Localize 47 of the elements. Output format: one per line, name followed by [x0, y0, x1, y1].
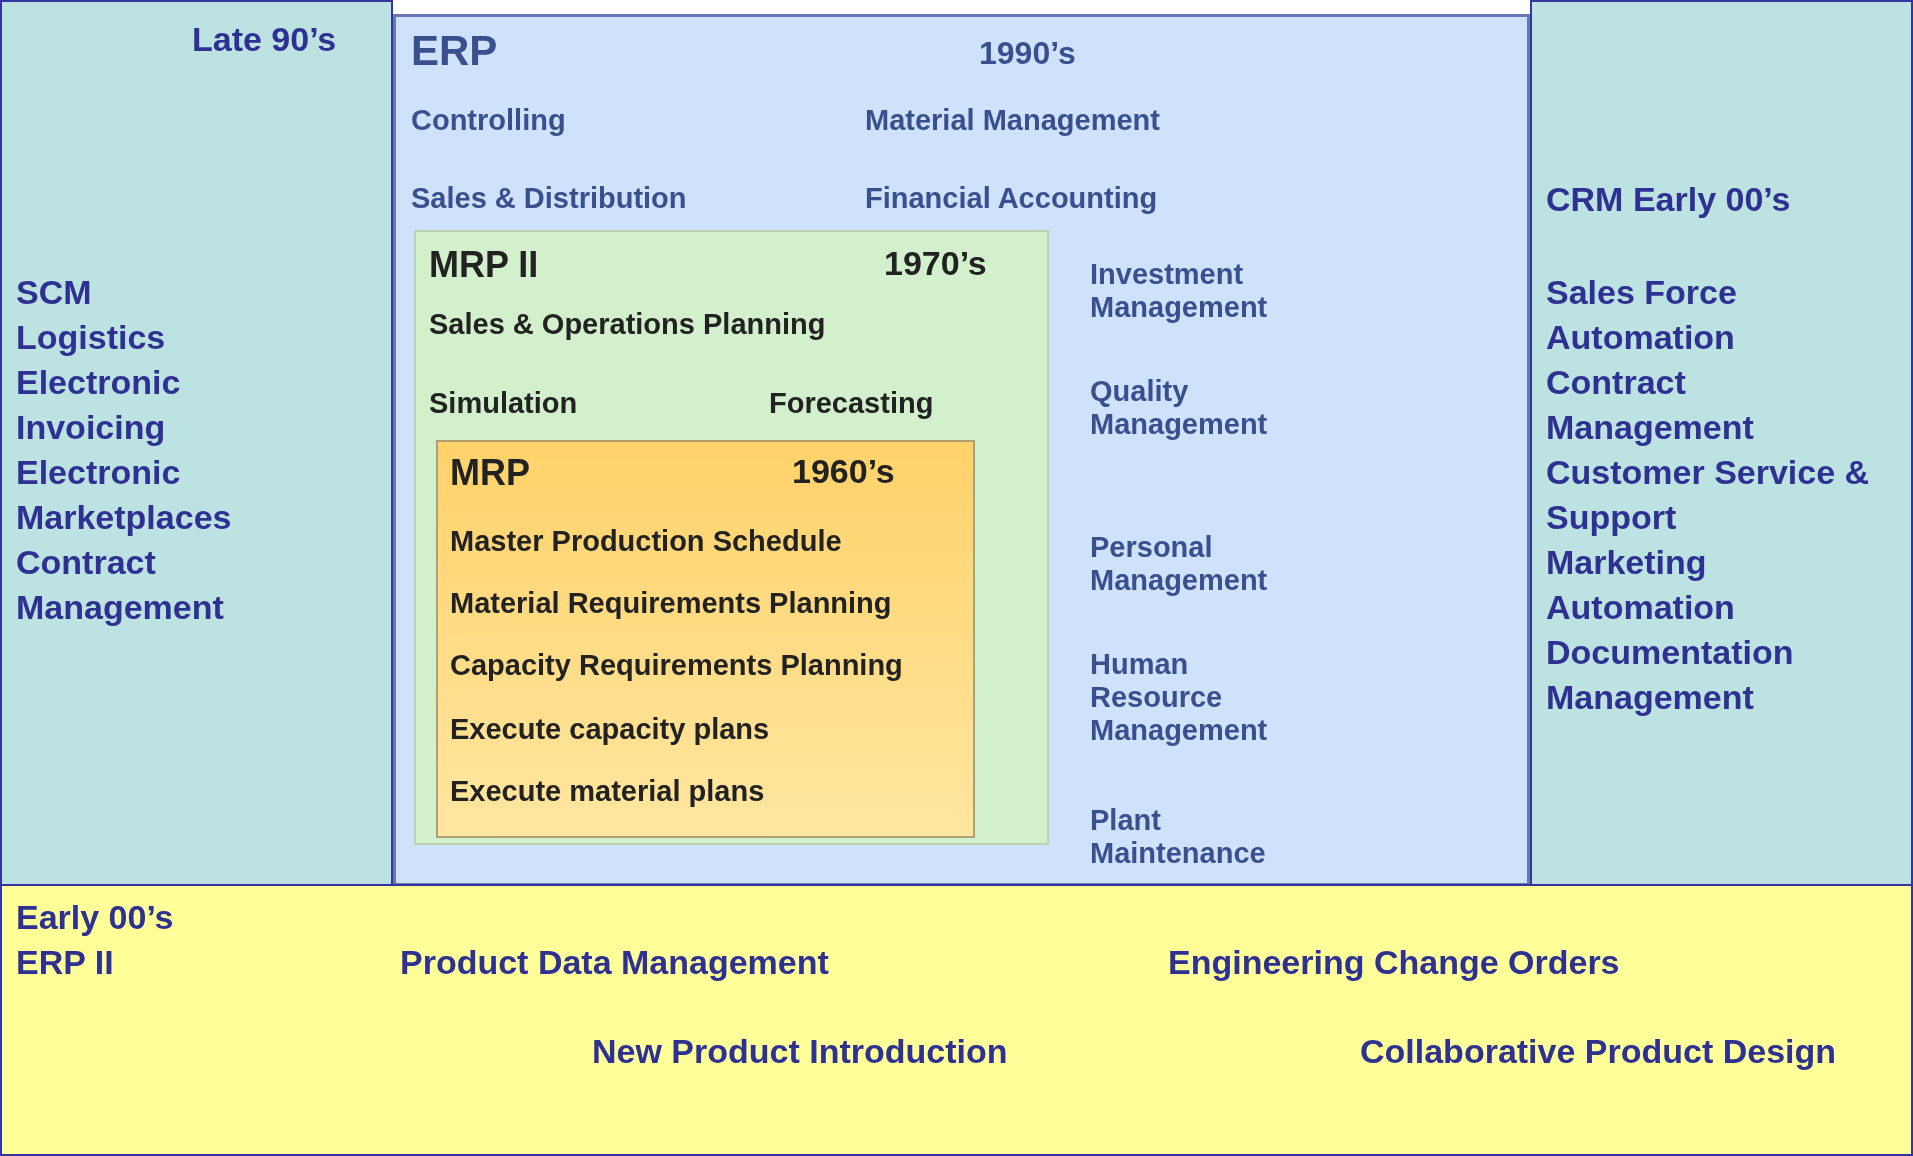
module-label: Personal Management [1090, 531, 1269, 597]
module-label: Simulation [429, 387, 578, 420]
period-heading: CRM Early 00’s [1546, 180, 1791, 219]
module-label: Human Resource Management [1090, 648, 1269, 747]
module-label: Sales & Distribution [411, 182, 687, 215]
period-heading: ERP II [16, 943, 114, 982]
era-heading: MRP [450, 452, 530, 493]
period-heading: Late 90’s [192, 20, 337, 59]
era-heading: MRP II [429, 244, 539, 285]
module-label: SCM [16, 272, 93, 313]
era-date: 1990’s [979, 35, 1076, 72]
module-label: Sales Force Automation [1546, 272, 1738, 358]
period-panel [0, 0, 393, 886]
module-label: Collaborative Product Design [1360, 1032, 1837, 1071]
era-box [393, 14, 1530, 886]
module-label: Forecasting [769, 387, 934, 420]
module-label: Engineering Change Orders [1168, 943, 1620, 982]
module-label: Plant Maintenance [1090, 804, 1267, 870]
era-box [414, 230, 1049, 845]
era-box [436, 440, 975, 838]
module-label: New Product Introduction [592, 1032, 1008, 1071]
module-label: Material Requirements Planning [450, 587, 892, 620]
module-label: Sales & Operations Planning [429, 308, 826, 341]
module-label: Contract Management [1546, 362, 1755, 448]
era-date: 1960’s [792, 452, 895, 491]
period-panel [1530, 0, 1913, 886]
module-label: Execute material plans [450, 775, 765, 808]
module-label: Logistics [16, 317, 167, 358]
era-date: 1970’s [884, 244, 987, 283]
module-label: Controlling [411, 104, 566, 137]
module-label: Financial Accounting [865, 182, 1158, 215]
module-label: Master Production Schedule [450, 525, 842, 558]
module-label: Contract Management [16, 542, 225, 628]
period-heading: Early 00’s [16, 898, 174, 937]
module-label: Quality Management [1090, 375, 1269, 441]
module-label: Marketing Automation [1546, 542, 1736, 628]
module-label: Electronic Invoicing [16, 362, 182, 448]
era-heading: ERP [411, 27, 498, 75]
module-label: Capacity Requirements Planning [450, 649, 903, 682]
module-label: Material Management [865, 104, 1160, 137]
module-label: Investment Management [1090, 258, 1269, 324]
period-band [0, 884, 1913, 1156]
module-label: Customer Service & Support [1546, 452, 1871, 538]
module-label: Electronic Marketplaces [16, 452, 233, 538]
module-label: Documentation Management [1546, 632, 1795, 718]
module-label: Product Data Management [400, 943, 829, 982]
module-label: Execute capacity plans [450, 713, 770, 746]
